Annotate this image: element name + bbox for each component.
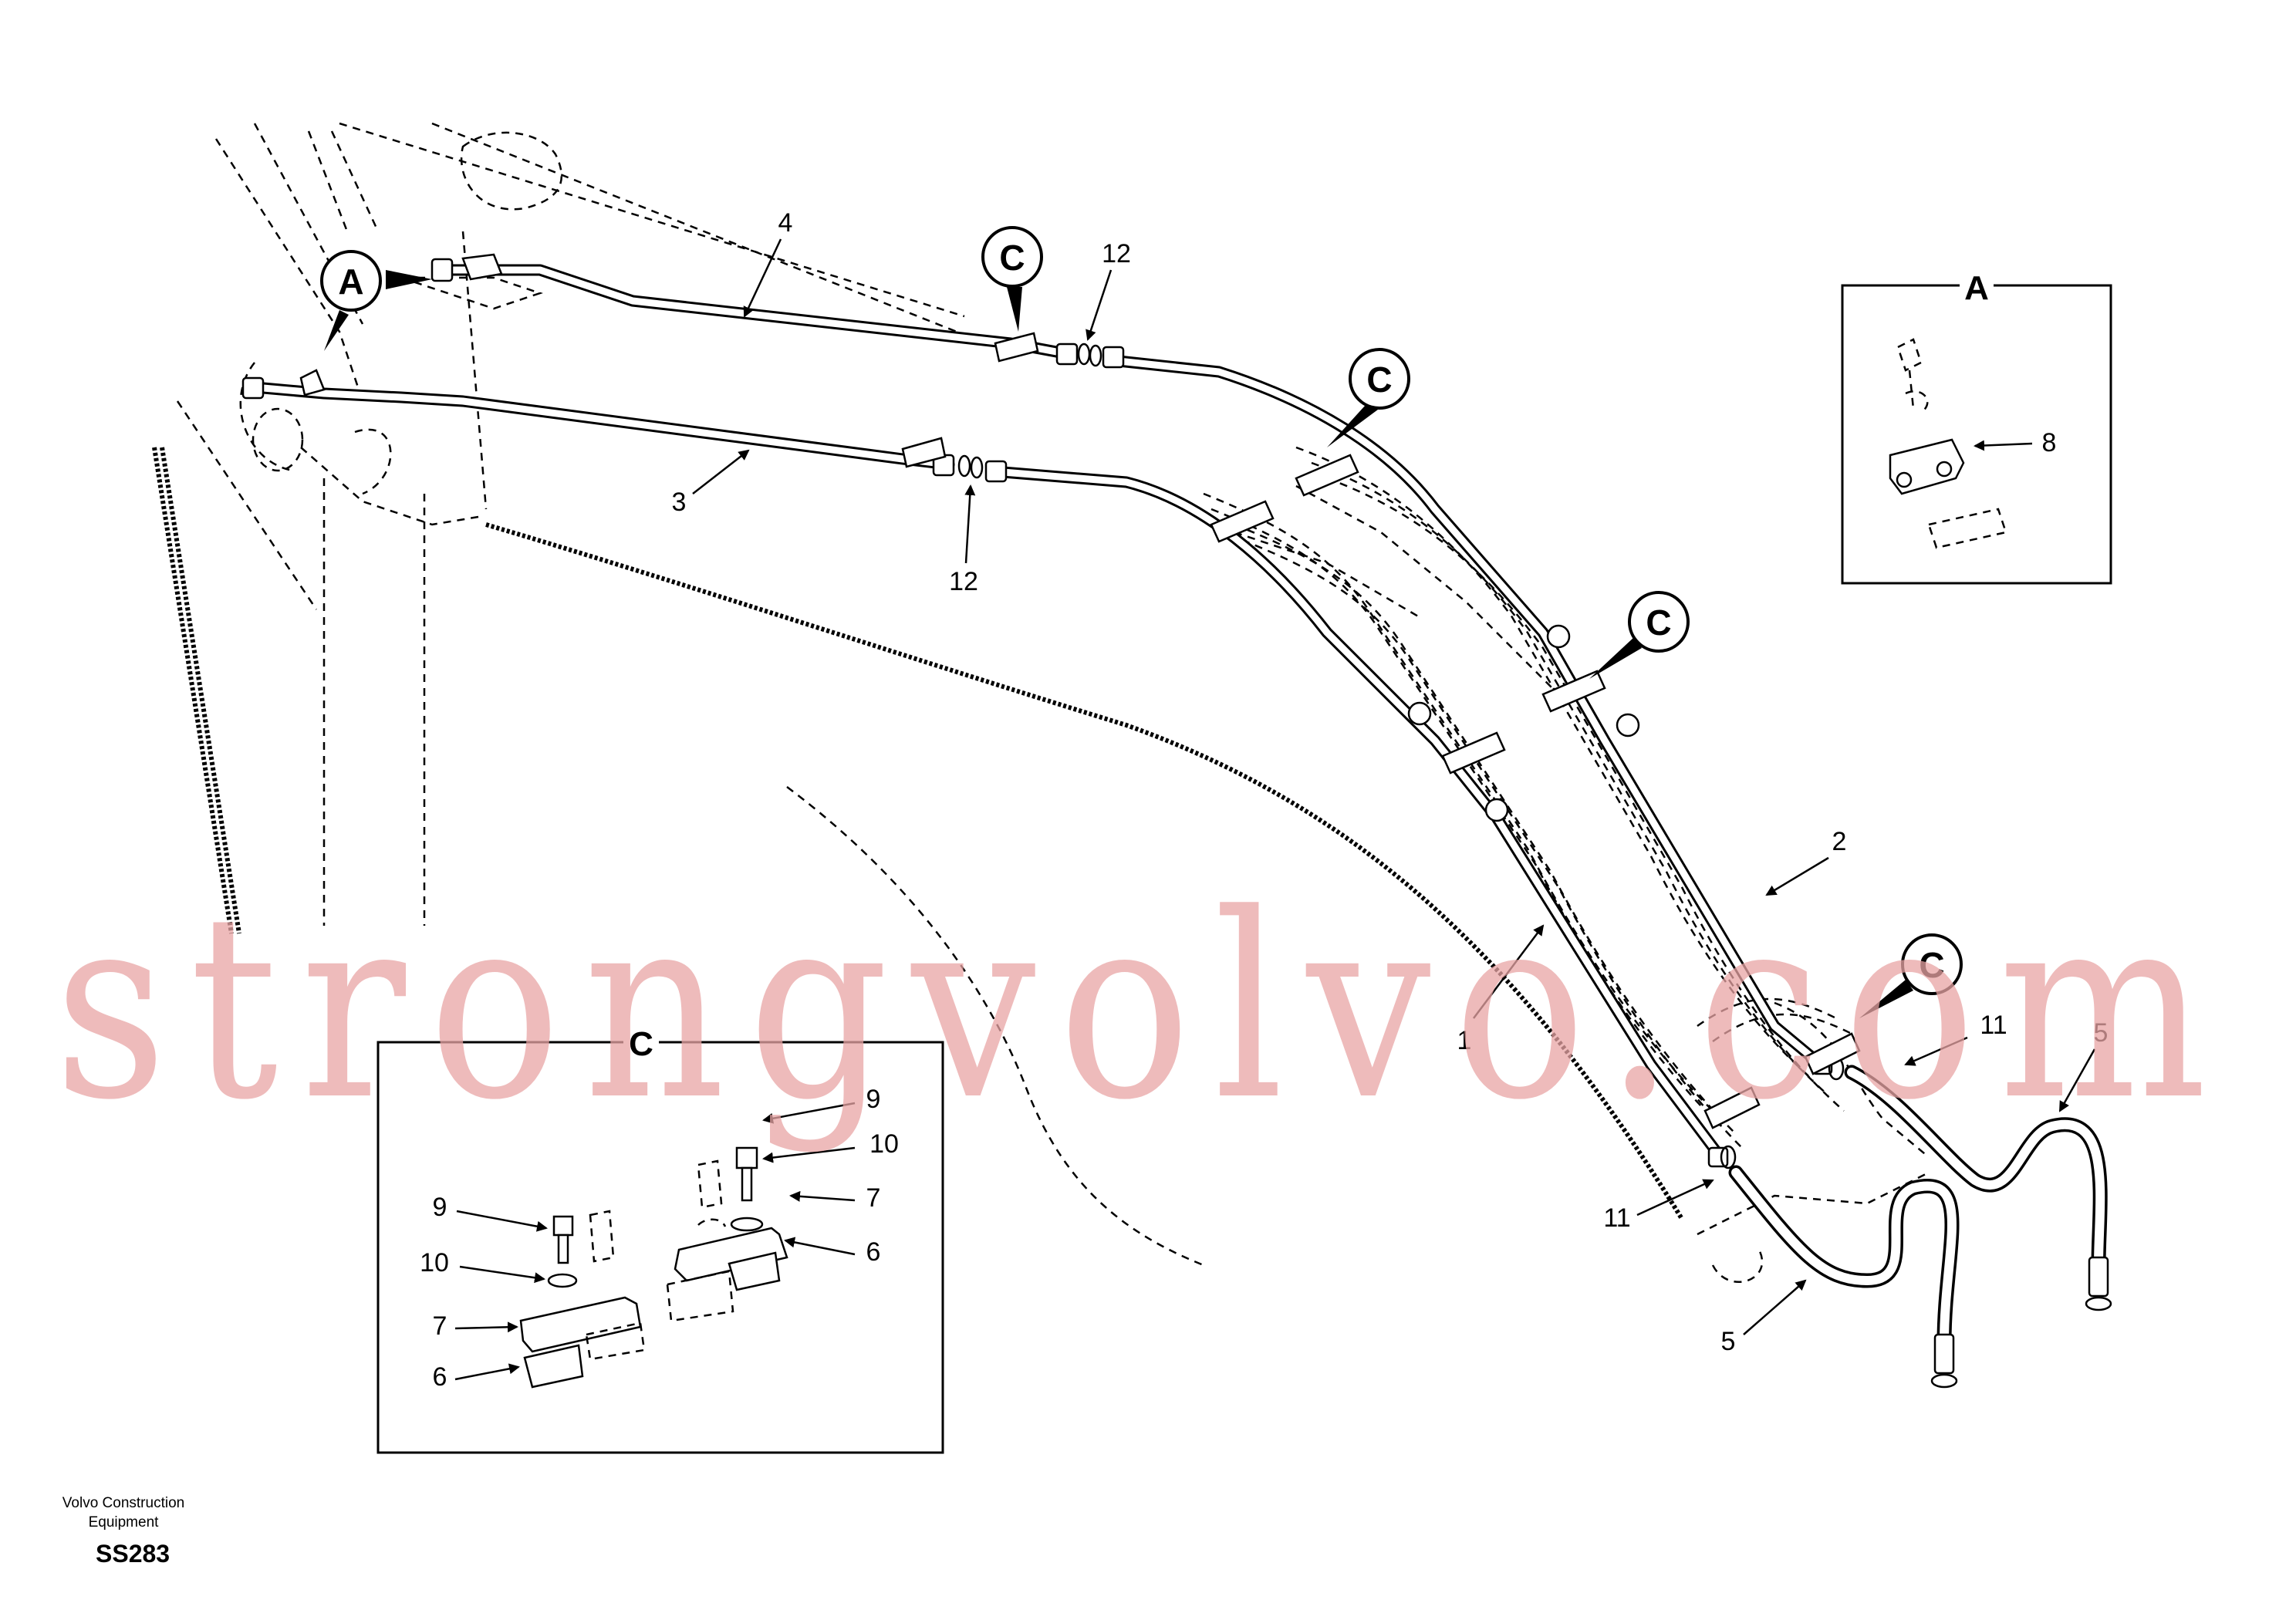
- detail-box-C: C 9 10 7 6 9 10 7 6: [376, 1022, 944, 1454]
- svg-text:C: C: [1919, 945, 1944, 985]
- svg-text:A: A: [338, 262, 363, 302]
- pipe-4: [441, 264, 1071, 359]
- hose-5-upper: [1844, 1065, 2112, 1311]
- part-label-5-left: 5: [1721, 1279, 1807, 1356]
- watermark: strongvolvo.com: [54, 859, 2230, 1156]
- part-label-12-bottom: 12: [949, 484, 978, 596]
- part-label-11-right: 11: [1904, 1011, 2007, 1066]
- svg-text:C: C: [999, 238, 1025, 278]
- svg-text:7: 7: [866, 1183, 881, 1213]
- svg-text:C: C: [629, 1025, 653, 1063]
- svg-text:4: 4: [778, 208, 793, 238]
- svg-text:10: 10: [420, 1248, 449, 1277]
- pipe-fittings: [241, 258, 1845, 1169]
- svg-text:12: 12: [949, 567, 978, 596]
- detail-box-A: A 8: [1841, 265, 2112, 585]
- part-label-11-left: 11: [1603, 1179, 1714, 1233]
- part-label-12-top: 12: [1086, 239, 1131, 341]
- callout-A: A: [320, 250, 432, 351]
- svg-text:10: 10: [869, 1129, 899, 1159]
- svg-text:7: 7: [433, 1311, 447, 1341]
- pipe-3: [248, 381, 955, 471]
- drawing-code: SS283: [96, 1540, 171, 1568]
- svg-text:1: 1: [1457, 1026, 1472, 1055]
- svg-text:11: 11: [1980, 1011, 2007, 1040]
- svg-text:6: 6: [866, 1237, 881, 1267]
- background-pipes: [1203, 446, 1852, 1150]
- svg-text:3: 3: [672, 488, 687, 517]
- callout-C-4: C: [1859, 933, 1963, 1018]
- part-label-3: 3: [672, 449, 750, 517]
- hose-5-lower: [1728, 1165, 1960, 1389]
- svg-text:5: 5: [2094, 1018, 2109, 1048]
- pipe-clamps: [299, 253, 1861, 1129]
- part-label-1: 1: [1457, 924, 1545, 1055]
- svg-text:C: C: [1646, 602, 1671, 643]
- svg-text:9: 9: [433, 1193, 447, 1222]
- svg-text:6: 6: [433, 1362, 447, 1392]
- svg-text:A: A: [1964, 269, 1989, 307]
- svg-text:5: 5: [1721, 1327, 1736, 1356]
- pipe-2: [1113, 355, 1827, 1071]
- part-label-2: 2: [1765, 827, 1847, 896]
- callout-C-3: C: [1589, 591, 1690, 679]
- svg-text:C: C: [1366, 359, 1392, 400]
- svg-text:2: 2: [1832, 827, 1847, 856]
- svg-text:12: 12: [1102, 239, 1131, 268]
- callout-C-2: C: [1327, 348, 1410, 447]
- manufacturer-label: Volvo Construction Equipment: [62, 1495, 185, 1531]
- part-label-4: 4: [743, 208, 793, 318]
- svg-text:8: 8: [2042, 428, 2057, 457]
- svg-text:9: 9: [866, 1085, 881, 1114]
- svg-text:11: 11: [1603, 1203, 1630, 1233]
- pipe-1: [997, 466, 1727, 1163]
- callout-C-1: C: [981, 226, 1043, 332]
- part-label-5-right: 5: [2058, 1018, 2109, 1112]
